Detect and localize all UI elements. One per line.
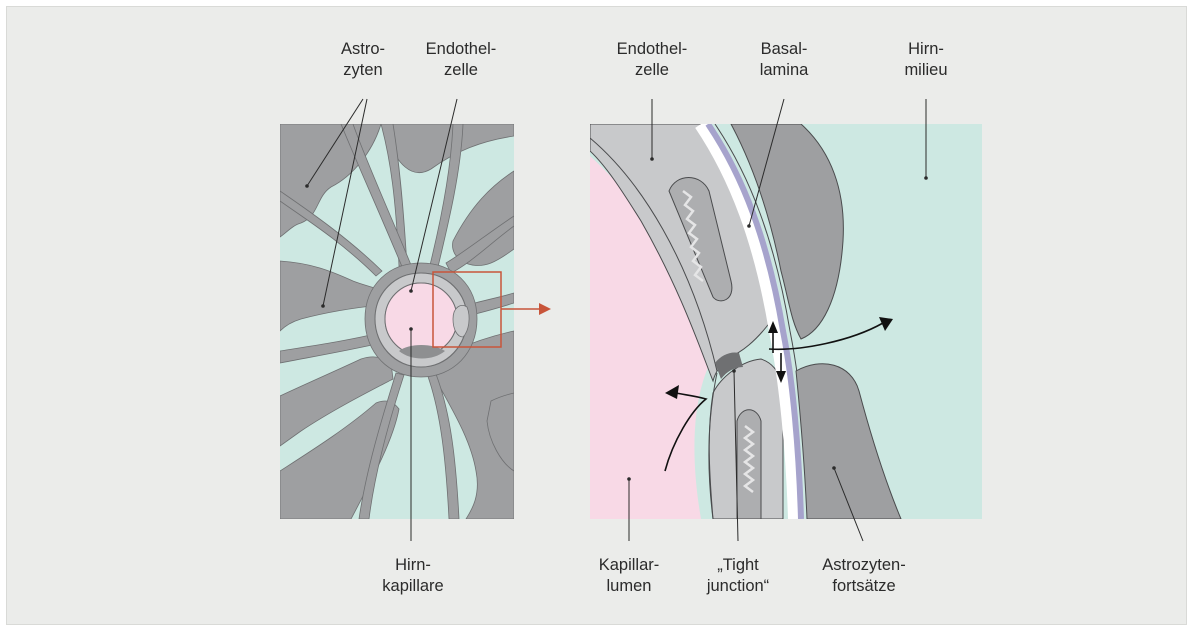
label-astrozytenfortsaetze: Astrozyten-fortsätze — [804, 555, 924, 597]
right-panel-detail — [590, 124, 982, 519]
mitochondrion-lower — [737, 410, 761, 519]
capillary-lumen-small — [385, 283, 457, 355]
left-panel-overview — [280, 124, 514, 519]
label-kapillarlumen: Kapillar-lumen — [579, 555, 679, 597]
label-hirnmilieu: Hirn-milieu — [886, 39, 966, 81]
label-endothelzelle-left: Endothel-zelle — [411, 39, 511, 81]
label-hirnkapillare: Hirn-kapillare — [363, 555, 463, 597]
label-basallamina: Basal-lamina — [744, 39, 824, 81]
label-astrozyten: Astro-zyten — [328, 39, 398, 81]
label-endothelzelle-right: Endothel-zelle — [602, 39, 702, 81]
figure-panel: Astro-zyten Endothel-zelle Hirn-kapillar… — [6, 6, 1187, 625]
